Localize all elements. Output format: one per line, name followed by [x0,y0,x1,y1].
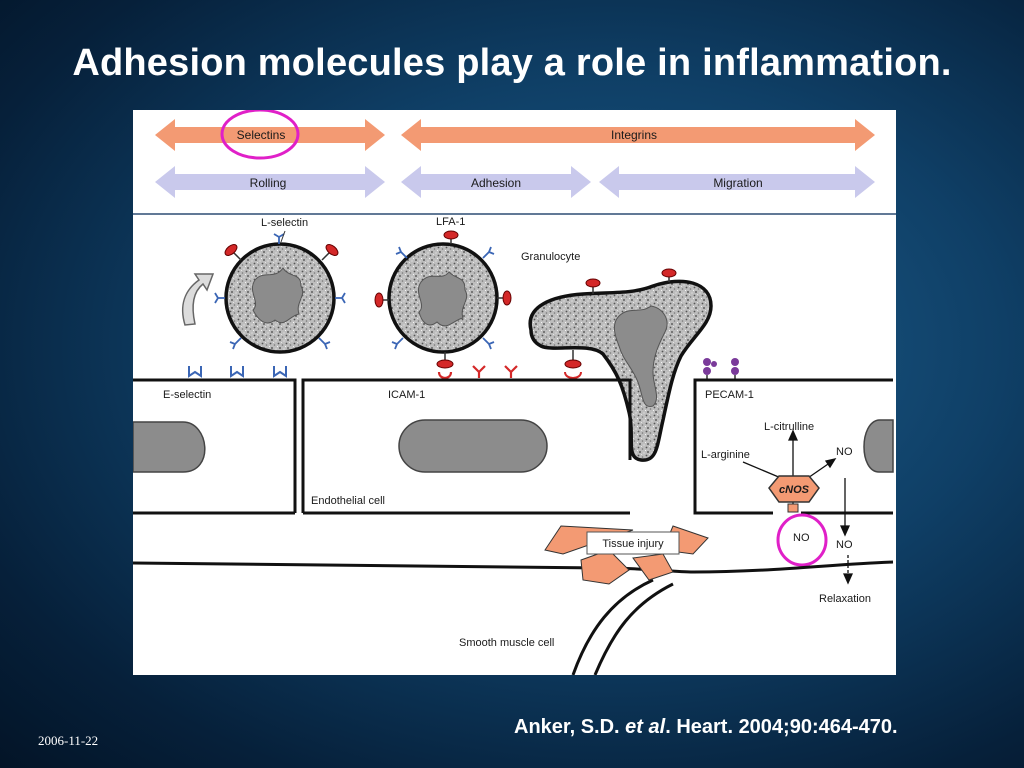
lfa1-label: LFA-1 [436,216,465,228]
migrating-granulocyte-nucleus [613,305,668,408]
no-highlight-circle [776,513,828,567]
rolling-leukocyte-nucleus [251,267,304,324]
integrins-label: Integrins [611,128,657,142]
l-selectin-receptors [224,244,339,261]
citation-author: Anker, S.D. [514,716,620,738]
endothelial-layer [133,378,893,515]
no-label-right: NO [836,446,853,458]
relaxation-arrow [842,555,854,585]
granulocyte-label: Granulocyte [521,251,580,263]
selectins-arrow: Selectins [155,119,385,151]
relaxation-label: Relaxation [819,593,871,605]
citation-rest: . Heart. 2004;90:464-470. [665,716,898,738]
citation-etal: et al [625,716,666,738]
e-selectin-receptors [188,366,287,378]
inflammation-diagram: Selectins Integrins Rolling Adhesion Mig… [133,110,896,675]
adhesion-arrow-shape [401,166,591,198]
adhesion-arrow: Adhesion [401,166,591,198]
citation: Anker, S.D. et al. Heart. 2004;90:464-47… [514,716,898,739]
integrins-arrow: Integrins [401,119,875,151]
lfa1-receptors [374,230,512,369]
footer-date: 2006-11-22 [38,733,99,748]
migration-arrow: Migration [599,166,875,198]
rolling-leukocyte [214,230,346,354]
l-selectin-label: L-selectin [261,217,308,229]
adhering-leukocyte-nucleus [417,271,468,327]
rolling-blue-selectins [214,233,346,350]
adhesion-label: Adhesion [471,176,521,190]
endothelial-nucleus-left [133,421,206,473]
cnos-enzyme-shape [768,475,820,503]
adhering-blue-selectins [391,246,495,350]
migration-label: Migration [713,176,762,190]
endothelial-cell-label: Endothelial cell [311,495,385,507]
smooth-muscle-top-line [133,560,894,574]
adhering-leukocyte [374,230,512,369]
icam1-receptors [437,365,518,380]
cnos-reaction-arrows [742,429,851,537]
cnos-enzyme: cNOS [768,475,820,503]
rolling-label: Rolling [250,176,287,190]
cnos-membrane-anchor [787,503,799,513]
migration-arrow-shape [599,166,875,198]
endothelial-nucleus-middle [398,419,548,473]
icam1-label: ICAM-1 [388,389,425,401]
selectins-arrow-shape [155,119,385,151]
e-selectin-label: E-selectin [163,389,211,401]
endothelial-nucleus-right [863,419,894,473]
pecam1-molecules [703,358,739,380]
cnos-label: cNOS [779,484,810,496]
no-label-circled: NO [793,532,810,544]
endothelial-cell-right-top [693,378,893,454]
migrating-receptors [564,268,677,379]
integrins-arrow-shape [401,119,875,151]
selectins-label: Selectins [237,128,286,142]
rolling-rotation-arrow-icon [181,273,215,326]
slide-title: Adhesion molecules play a role in inflam… [72,42,952,84]
endothelial-cell-right-side [693,454,773,515]
smooth-muscle-cell-label: Smooth muscle cell [459,637,554,649]
migrating-granulocyte-body [528,279,713,462]
rolling-arrow-shape [155,166,385,198]
tissue-injury-box [586,531,680,555]
endothelial-cell-middle [301,378,632,513]
endothelial-cell-left [133,378,297,513]
pecam1-label: PECAM-1 [705,389,754,401]
selectins-highlight-circle [220,110,300,160]
smooth-muscle-fiber-2 [593,582,674,675]
migrating-granulocyte [528,268,713,462]
l-arginine-label: L-arginine [701,449,750,461]
rolling-arrow: Rolling [155,166,385,198]
smooth-muscle-fiber-1 [571,578,654,675]
l-citrulline-label: L-citrulline [764,421,814,433]
tissue-injury-label: Tissue injury [602,538,664,550]
no-label-lower: NO [836,539,853,551]
